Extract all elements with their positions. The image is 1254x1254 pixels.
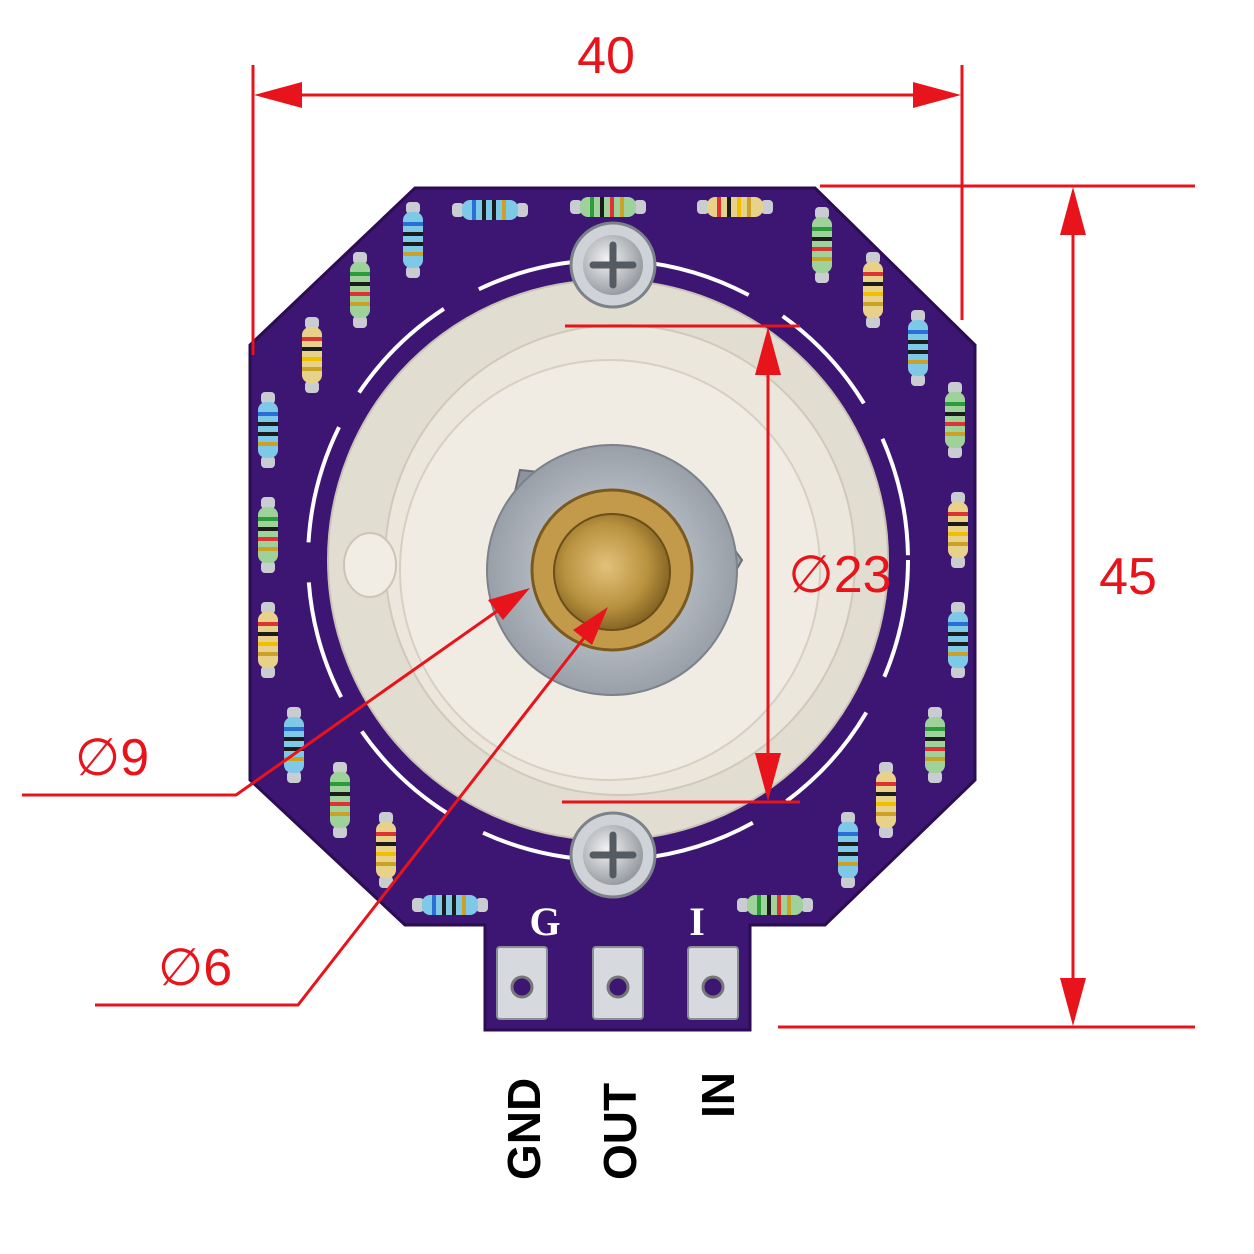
silkscreen-ring (306, 258, 910, 862)
resistor (948, 602, 968, 678)
resistor (570, 197, 646, 217)
body-diameter-dimension (562, 324, 800, 804)
resistor (948, 492, 968, 568)
height-arrowhead-top (1060, 187, 1086, 235)
width-arrowhead-left (254, 82, 302, 108)
pad-out (592, 946, 644, 1020)
resistor (863, 252, 883, 328)
width-label: 40 (577, 27, 635, 85)
resistor (876, 762, 896, 838)
shaft-assembly (486, 444, 744, 696)
shaft-diameter-dimension (95, 607, 608, 1007)
detent-bump (343, 532, 397, 598)
height-dimension (778, 184, 1195, 1029)
resistor (925, 707, 945, 783)
nut-diameter-dimension (22, 588, 530, 797)
resistor (908, 310, 928, 386)
pin-label-in: IN (692, 1072, 744, 1118)
resistor (258, 392, 278, 468)
resistor (452, 200, 528, 220)
height-label: 45 (1099, 548, 1157, 606)
resistor (838, 812, 858, 888)
pad-in (687, 946, 739, 1020)
body-diameter-label: ∅23 (788, 546, 891, 604)
pin-label-out: OUT (594, 1083, 646, 1180)
nut-leader-line (22, 593, 521, 797)
width-dimension (251, 65, 964, 355)
width-arrowhead-right (913, 82, 961, 108)
pin-label-gnd: GND (498, 1078, 550, 1180)
silkscreen-g: G (529, 899, 560, 944)
resistor (258, 602, 278, 678)
body-arrowhead-top (755, 327, 781, 375)
resistor (412, 895, 488, 915)
body-arrowhead-bottom (755, 753, 781, 801)
resistor (302, 317, 322, 393)
shaft-leader-line (95, 619, 600, 1007)
bottom-mounting-screw (569, 811, 657, 899)
resistor (945, 382, 965, 458)
resistor-array (258, 197, 968, 915)
brass-shaft (553, 513, 671, 631)
solder-pads (496, 946, 739, 1020)
pad-gnd (496, 946, 548, 1020)
nut-leader-arrowhead (488, 588, 530, 620)
silkscreen-i: I (689, 899, 705, 944)
resistor (697, 197, 773, 217)
resistor (350, 252, 370, 328)
resistor (812, 207, 832, 283)
top-mounting-screw (569, 221, 657, 309)
shaft-diameter-label: ∅6 (158, 939, 232, 997)
resistor (737, 895, 813, 915)
height-arrowhead-bottom (1060, 978, 1086, 1026)
resistor (403, 202, 423, 278)
shaft-leader-arrowhead (573, 607, 608, 645)
resistor (258, 497, 278, 573)
resistor (376, 812, 396, 888)
nut-diameter-label: ∅9 (75, 729, 149, 787)
resistor (330, 762, 350, 838)
